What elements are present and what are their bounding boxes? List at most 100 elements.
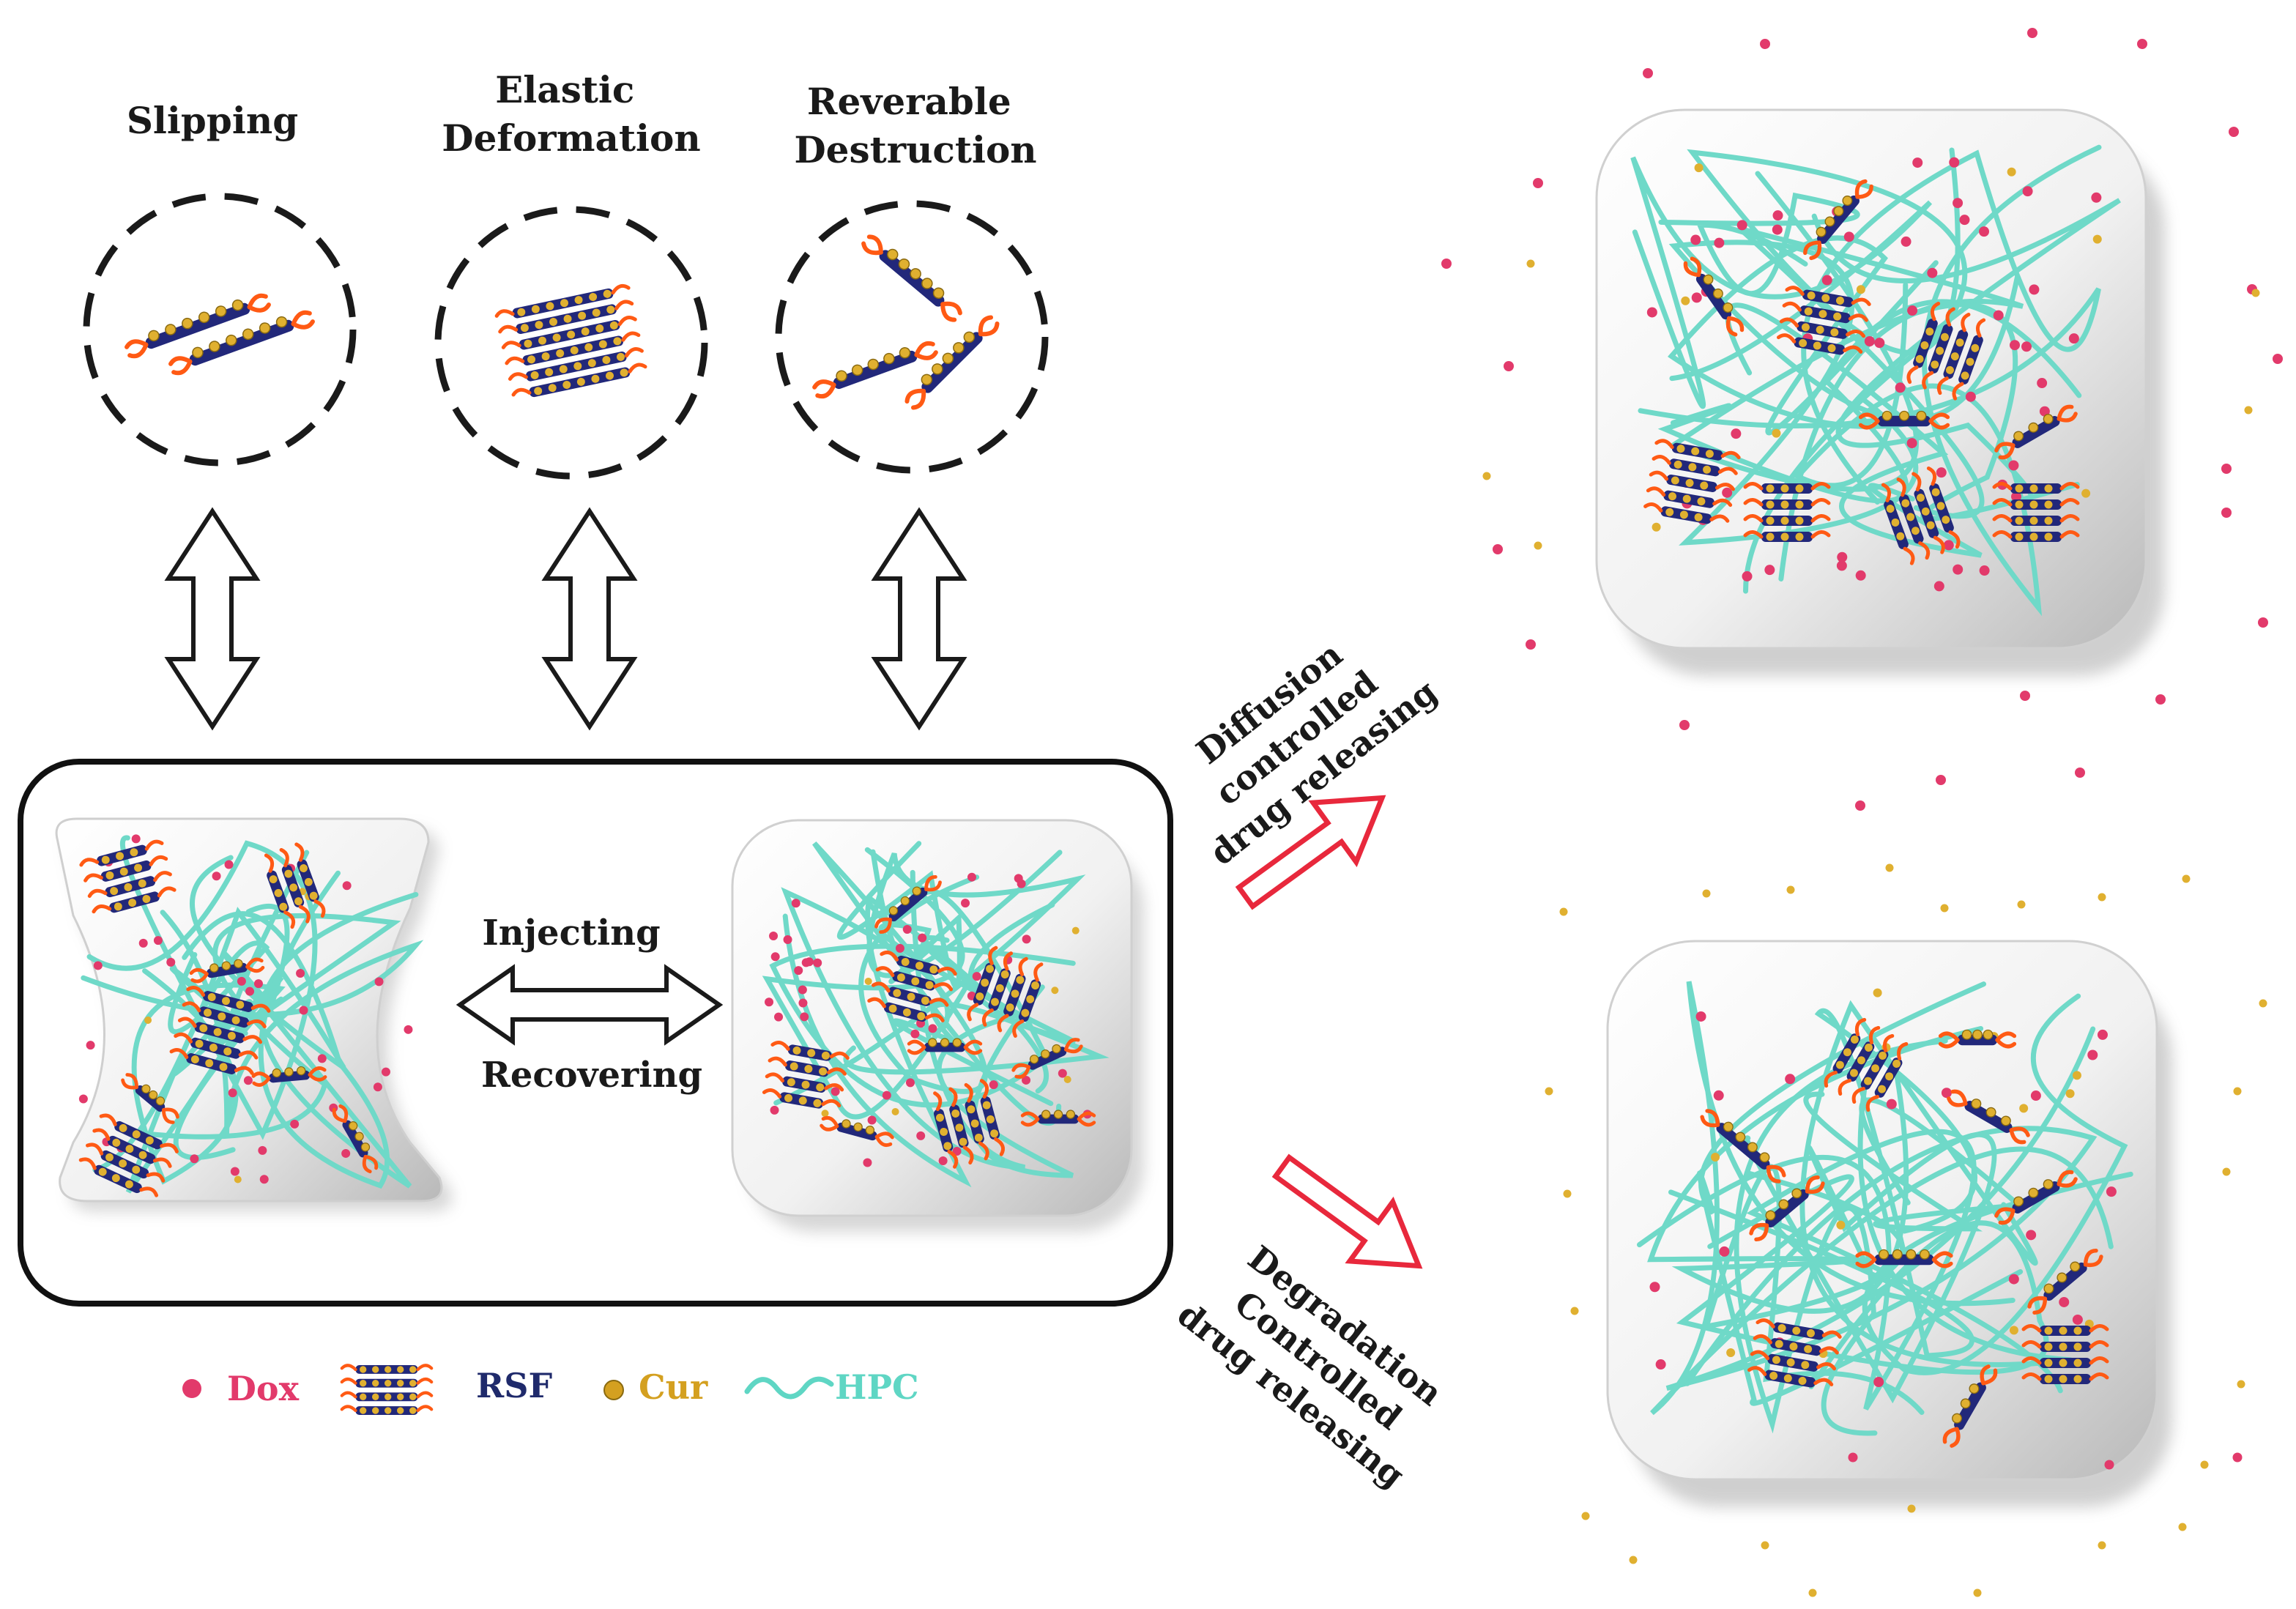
hpc-chain bbox=[147, 913, 401, 1140]
rsf-unit bbox=[1020, 1110, 1096, 1127]
released-dox bbox=[1855, 800, 1865, 811]
injecting-label: Injecting bbox=[482, 913, 660, 954]
released-cur bbox=[2098, 1541, 2106, 1550]
drug-dot bbox=[245, 986, 255, 996]
released-cur bbox=[2017, 900, 2026, 909]
drug-dot bbox=[1772, 428, 1781, 438]
drug-dot bbox=[317, 1054, 327, 1063]
diffusion-release-label: Diffusion controlled drug releasing bbox=[1189, 634, 1445, 873]
drug-dot bbox=[1649, 1282, 1660, 1293]
drug-dot bbox=[138, 938, 148, 948]
mechanism-label-destruction: Reverable Destruction bbox=[794, 80, 1036, 171]
elastic-rsf-stack bbox=[494, 283, 647, 398]
drug-dot bbox=[774, 1012, 784, 1022]
drug-dot bbox=[1772, 210, 1783, 221]
released-cur bbox=[2251, 289, 2260, 297]
released-dox bbox=[2229, 127, 2239, 137]
hpc-chain bbox=[1862, 993, 2133, 1375]
rsf-stack bbox=[169, 986, 271, 1075]
released-cur bbox=[1534, 541, 1542, 550]
drug-dot bbox=[1655, 1359, 1666, 1370]
released-cur bbox=[2182, 874, 2191, 883]
drug-dot bbox=[2021, 341, 2032, 352]
rsf-stack bbox=[1881, 466, 1961, 565]
drug-dot bbox=[902, 924, 912, 934]
rsf-unit bbox=[168, 310, 315, 376]
drug-dot bbox=[1906, 438, 1917, 449]
drug-dot bbox=[253, 979, 263, 989]
drug-dot bbox=[224, 860, 234, 869]
legend-dox-label: Dox bbox=[227, 1369, 300, 1408]
drug-dot bbox=[2009, 340, 2020, 351]
drug-dot bbox=[1901, 236, 1912, 247]
drug-dot bbox=[212, 872, 221, 881]
drug-dot bbox=[1742, 571, 1753, 581]
drug-dot bbox=[938, 1156, 948, 1165]
rsf-unit bbox=[1011, 1038, 1083, 1079]
rsf-unit bbox=[1858, 410, 1950, 430]
released-dox bbox=[1533, 178, 1543, 188]
drug-dot bbox=[144, 1017, 152, 1025]
released-cur bbox=[1482, 472, 1491, 480]
released-cur bbox=[1973, 1588, 1982, 1597]
drug-dot bbox=[867, 1115, 877, 1125]
drug-dot bbox=[2065, 1089, 2075, 1099]
drug-dot bbox=[1071, 926, 1080, 934]
destruction-rsf-fragments bbox=[812, 234, 1000, 410]
drug-dot bbox=[765, 997, 774, 1007]
drug-dot bbox=[1836, 560, 1847, 571]
legend: Dox RSF Cur HPC bbox=[182, 1364, 919, 1415]
drug-dot bbox=[1051, 986, 1059, 995]
drug-dot bbox=[1993, 310, 2004, 321]
drug-dot bbox=[801, 958, 811, 967]
drug-dot bbox=[1726, 1348, 1736, 1358]
hydrogel-state-box bbox=[18, 759, 1173, 1307]
drug-dot bbox=[864, 977, 872, 985]
drug-dot bbox=[769, 931, 779, 940]
hpc-chain bbox=[1811, 198, 2122, 501]
drug-dot bbox=[2008, 1274, 2019, 1285]
double-arrow-horizontal bbox=[456, 964, 724, 1046]
released-dox bbox=[1848, 1452, 1858, 1463]
hpc-chain bbox=[1676, 1174, 2049, 1389]
degradation-release-label: Degradation Controlled drug releasing bbox=[1170, 1238, 1450, 1495]
drug-dot bbox=[153, 936, 163, 945]
drug-dot bbox=[1912, 157, 1923, 168]
drug-dot bbox=[1713, 1090, 1724, 1101]
released-cur bbox=[2222, 1167, 2231, 1176]
legend-rsf-marker bbox=[340, 1364, 434, 1415]
drug-dot bbox=[1764, 565, 1775, 576]
drug-dot bbox=[1691, 292, 1702, 303]
legend-rsf-label: RSF bbox=[476, 1366, 552, 1405]
recovering-label: Recovering bbox=[481, 1055, 702, 1096]
drug-dot bbox=[1895, 382, 1906, 393]
drug-dot bbox=[1855, 570, 1866, 581]
rsf-unit bbox=[1994, 404, 2078, 460]
drug-dot bbox=[2091, 192, 2102, 203]
drug-dot bbox=[374, 977, 384, 986]
drug-dot bbox=[961, 899, 970, 908]
degradation-network bbox=[1636, 981, 2133, 1448]
drug-dot bbox=[2009, 1326, 2018, 1335]
rsf-stack bbox=[78, 1113, 179, 1197]
drug-dot bbox=[78, 1094, 88, 1104]
hpc-chain bbox=[812, 841, 1062, 1126]
drug-dot bbox=[131, 834, 141, 844]
drug-dot bbox=[1695, 1011, 1706, 1022]
drug-dot bbox=[1856, 285, 1865, 294]
release-arrow-degradation bbox=[1271, 1153, 1423, 1269]
drug-dot bbox=[341, 1148, 351, 1158]
drug-dot bbox=[2072, 1314, 2083, 1325]
rsf-unit bbox=[251, 1066, 327, 1087]
released-dox bbox=[2232, 1452, 2243, 1463]
drug-dot bbox=[258, 1145, 267, 1155]
drug-dot bbox=[800, 1012, 809, 1022]
drug-dot bbox=[1933, 581, 1944, 592]
drug-dot bbox=[1063, 1075, 1071, 1083]
rsf-unit bbox=[2027, 1248, 2103, 1315]
rsf-stack bbox=[1906, 301, 1986, 401]
drug-dot bbox=[381, 1067, 390, 1077]
drug-dot bbox=[770, 952, 780, 962]
drug-dot bbox=[798, 985, 807, 995]
